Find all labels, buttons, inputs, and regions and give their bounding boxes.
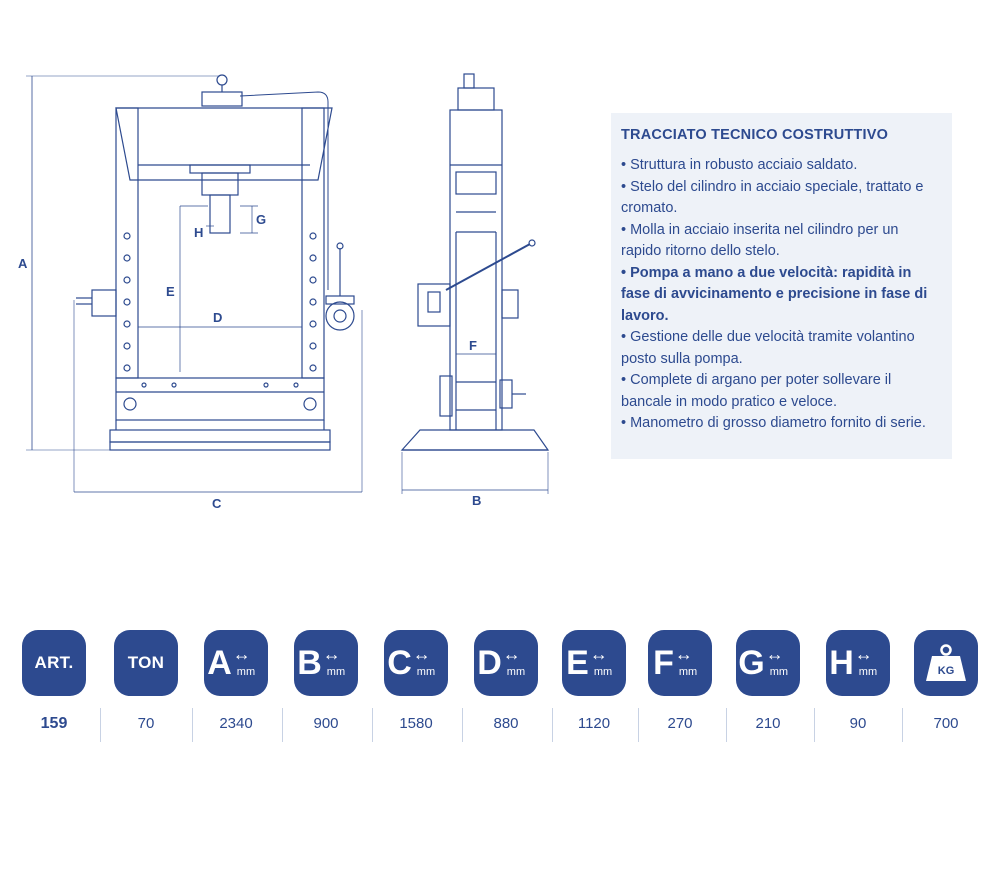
col-kg: KG 700 [902, 630, 990, 750]
dimension-c-badge: C ↔mm [384, 630, 448, 696]
c-value: 1580 [399, 715, 433, 732]
dim-g-label: G [256, 212, 266, 227]
col-ton: TON 70 [102, 630, 190, 750]
b-value: 900 [313, 715, 339, 732]
spec-item: • Gestione delle due velocità tramite vo… [621, 329, 915, 367]
spec-item: • Complete di argano per poter sollevare… [621, 372, 892, 410]
dimension-e-badge: E ↔mm [562, 630, 626, 696]
double-arrow-icon: ↔ [589, 644, 608, 664]
spec-item: • Struttura in robusto acciaio saldato. [621, 157, 858, 173]
h-value: 90 [849, 715, 867, 732]
dim-f-label: F [469, 338, 477, 353]
dim-a-label: A [18, 256, 28, 271]
dimension-f-badge: F ↔mm [648, 630, 712, 696]
weight-badge: KG [914, 630, 978, 696]
ton-badge: TON [114, 630, 178, 696]
separator [192, 708, 193, 742]
double-arrow-icon: ↔ [322, 644, 341, 664]
spec-item: • Stelo del cilindro in acciaio speciale… [621, 178, 924, 217]
weight-icon: KG [926, 644, 966, 681]
dim-d-label: D [213, 310, 222, 325]
weight-icon-label: KG [938, 665, 955, 677]
spec-item-highlight: • Pompa a mano a due velocità: rapidità … [621, 264, 928, 324]
art-value: 159 [40, 715, 68, 732]
specs-title: TRACCIATO TECNICO COSTRUTTIVO [621, 127, 889, 143]
col-b: B ↔mm 900 [282, 630, 370, 750]
double-arrow-icon: ↔ [854, 644, 873, 664]
art-badge: ART. [22, 630, 86, 696]
technical-specs-panel: TRACCIATO TECNICO COSTRUTTIVO • Struttur… [611, 113, 952, 459]
col-a: A ↔mm 2340 [192, 630, 280, 750]
dim-c-label: C [212, 496, 222, 511]
separator [100, 708, 101, 742]
spec-item: • Molla in acciaio inserita nel cilindro… [621, 221, 899, 260]
separator [902, 708, 903, 742]
col-h: H ↔mm 90 [814, 630, 902, 750]
col-c: C ↔mm 1580 [372, 630, 460, 750]
double-arrow-icon: ↔ [502, 644, 521, 664]
kg-value: 700 [933, 715, 959, 732]
ton-value: 70 [137, 715, 155, 732]
dim-h-label: H [194, 225, 203, 240]
g-value: 210 [755, 715, 781, 732]
spec-item: • Manometro di grosso diametro fornito d… [621, 415, 926, 431]
a-value: 2340 [219, 715, 253, 732]
d-value: 880 [493, 715, 519, 732]
separator [282, 708, 283, 742]
spec-table: ART. 159 TON 70 A ↔mm 2340 B ↔mm 900 C ↔… [10, 630, 990, 750]
col-art: ART. 159 [10, 630, 98, 750]
separator [638, 708, 639, 742]
double-arrow-icon: ↔ [232, 644, 251, 664]
separator [726, 708, 727, 742]
dimension-h-badge: H ↔mm [826, 630, 890, 696]
dimension-b-badge: B ↔mm [294, 630, 358, 696]
col-g: G ↔mm 210 [724, 630, 812, 750]
separator [462, 708, 463, 742]
dimension-g-badge: G ↔mm [736, 630, 800, 696]
dimension-a-badge: A ↔mm [204, 630, 268, 696]
double-arrow-icon: ↔ [674, 644, 693, 664]
dim-e-label: E [166, 284, 175, 299]
col-e: E ↔mm 1120 [550, 630, 638, 750]
separator [372, 708, 373, 742]
separator [552, 708, 553, 742]
double-arrow-icon: ↔ [412, 644, 431, 664]
dim-b-label: B [472, 493, 481, 508]
col-d: D ↔mm 880 [462, 630, 550, 750]
f-value: 270 [667, 715, 693, 732]
separator [814, 708, 815, 742]
double-arrow-icon: ↔ [765, 644, 784, 664]
dimension-d-badge: D ↔mm [474, 630, 538, 696]
specs-list: • Struttura in robusto acciaio saldato. … [621, 155, 942, 435]
e-value: 1120 [577, 715, 611, 732]
col-f: F ↔mm 270 [636, 630, 724, 750]
